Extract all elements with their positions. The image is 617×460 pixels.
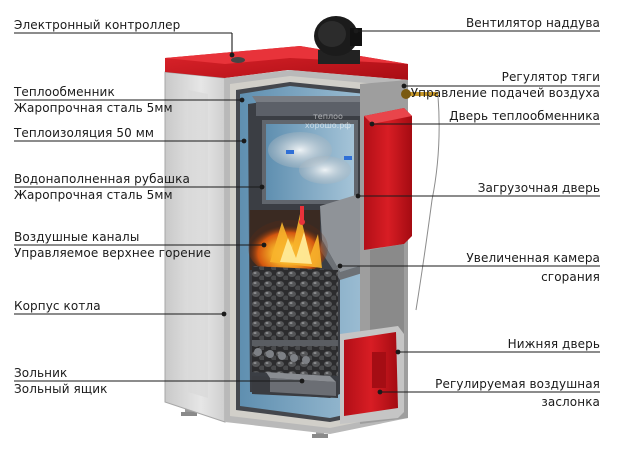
- label-controller: Электронный контроллер: [14, 18, 181, 32]
- label-heat-exchanger: Теплообменник: [14, 85, 115, 99]
- label-damper-line2: заслонка: [541, 395, 600, 409]
- label-chamber-line2: сгорания: [541, 270, 600, 284]
- label-top-combustion: Управляемое верхнее горение: [14, 246, 212, 260]
- label-water-jacket-steel: Жаропрочная сталь 5мм: [14, 188, 173, 202]
- watermark-line2: хорошо.рф: [304, 121, 352, 130]
- label-draft-regulator: Регулятор тяги: [501, 70, 600, 84]
- label-fan: Вентилятор наддува: [465, 16, 600, 30]
- callout-dots: [221, 28, 407, 395]
- callout-leaders: [14, 30, 600, 393]
- label-heat-exchanger-steel: Жаропрочная сталь 5мм: [14, 101, 173, 115]
- fan-unit: [314, 16, 362, 64]
- label-lower-door: Нижняя дверь: [507, 337, 600, 351]
- draft-regulator: [401, 89, 440, 311]
- label-exchanger-door: Дверь теплообменника: [449, 109, 600, 123]
- label-chamber-line1: Увеличенная камера: [466, 251, 600, 265]
- fuel-bed: [252, 266, 338, 376]
- label-air-supply-control: Управление подачей воздуха: [410, 86, 600, 100]
- heat-exchanger: [252, 96, 372, 204]
- label-ash-pit: Зольник: [14, 366, 68, 380]
- label-water-jacket: Водонаполненная рубашка: [14, 172, 190, 186]
- watermark: теплоо хорошо.рф: [298, 112, 358, 130]
- loading-door-shape: [370, 244, 404, 342]
- door-column: [340, 80, 412, 424]
- label-boiler-body: Корпус котла: [14, 299, 101, 313]
- label-air-channels: Воздушные каналы: [14, 230, 140, 244]
- combustion-chamber: [248, 206, 328, 276]
- label-loading-door: Загрузочная дверь: [477, 181, 600, 195]
- label-damper-line1: Регулируемая воздушная: [435, 377, 600, 391]
- label-insulation: Теплоизоляция 50 мм: [14, 126, 155, 140]
- exchanger-door-shape: [364, 108, 412, 250]
- label-ash-box: Зольный ящик: [14, 382, 108, 396]
- loading-chute: [320, 190, 372, 272]
- watermark-line1: теплоо: [313, 112, 343, 121]
